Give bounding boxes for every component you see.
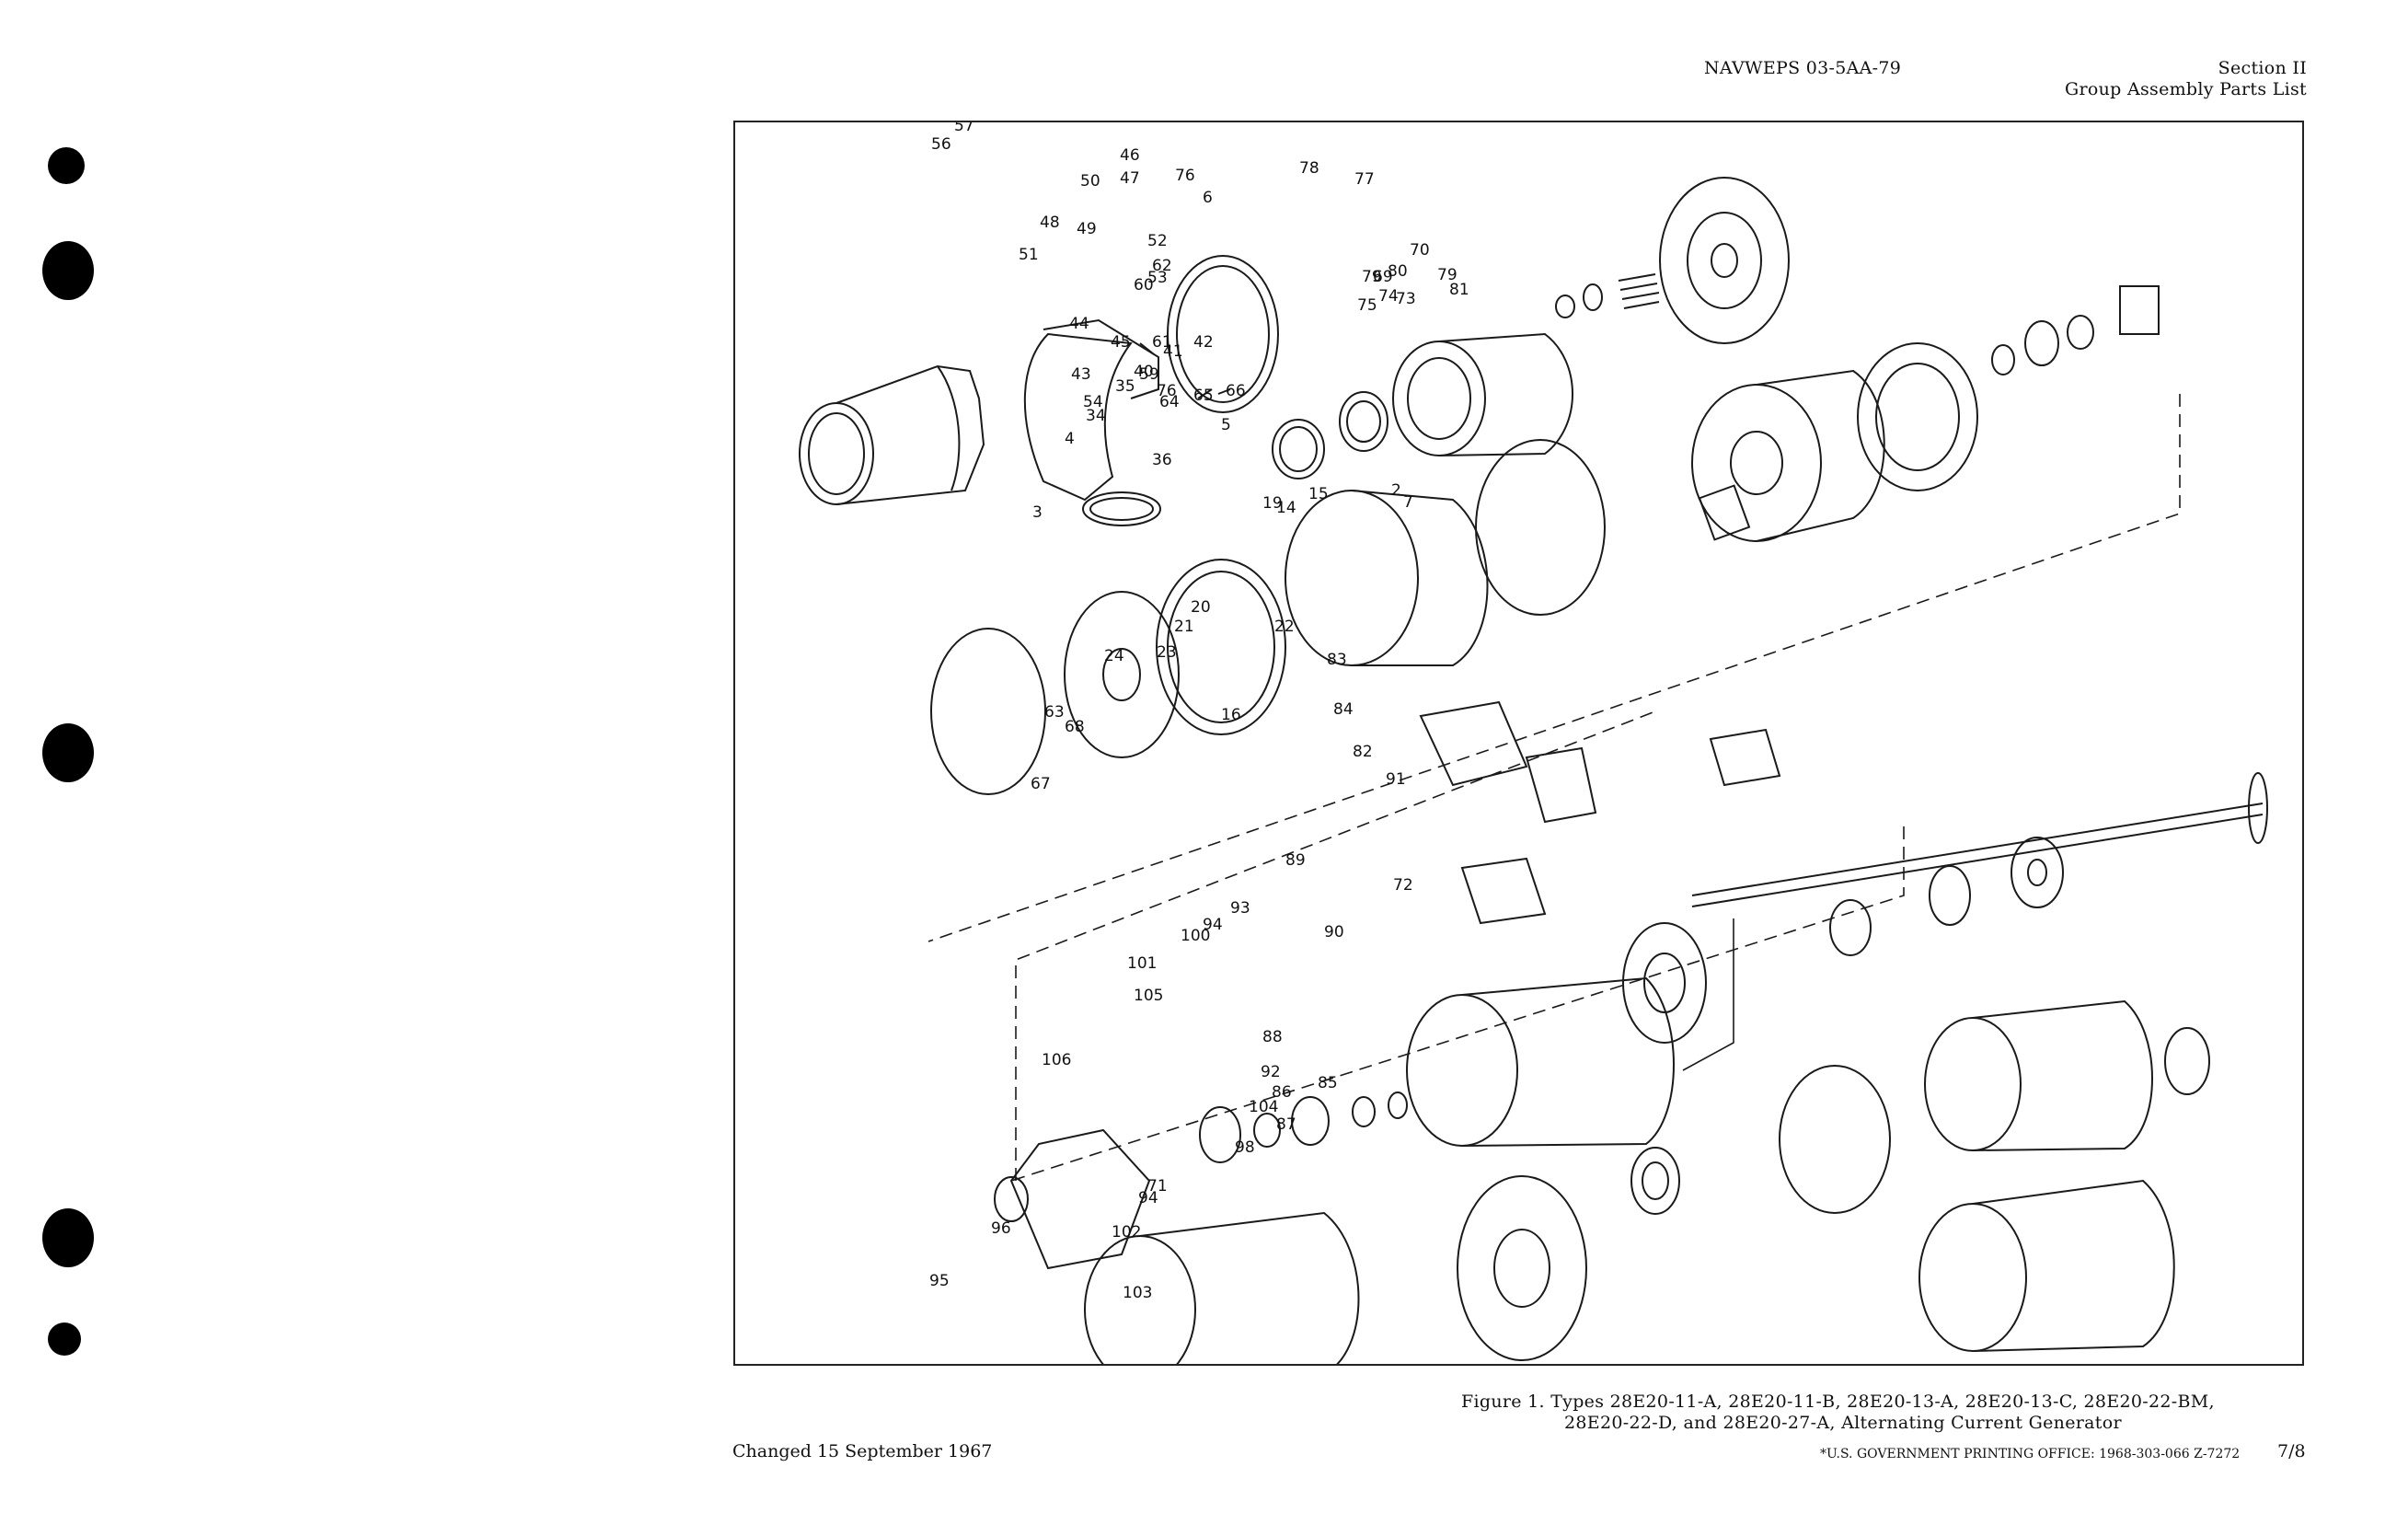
callout-number: 19 [1262,494,1283,513]
callout-number: 81 [1449,281,1469,299]
callout-number: 66 [1226,382,1246,400]
callout-number: 84 [1333,700,1354,719]
figure-caption-line-2: 28E20-22-D, and 28E20-27-A, Alternating … [1564,1413,2122,1433]
figure-caption-line-1: Figure 1. Types 28E20-11-A, 28E20-11-B, … [1461,1392,2215,1412]
callout-number: 51 [1019,246,1039,264]
callout-number: 105 [1134,987,1163,1005]
callout-number: 76 [1157,382,1177,400]
callout-number: 3 [1032,503,1043,522]
callout-number: 4 [1065,430,1075,448]
callout-number: 34 [1086,407,1106,425]
callout-number: 42 [1193,333,1214,352]
callout-number: 5 [1221,416,1231,434]
callout-number: 86 [1272,1083,1292,1102]
callout-number: 62 [1152,257,1172,275]
callout-number: 72 [1393,876,1413,895]
callout-number: 44 [1069,315,1089,333]
document-number: NAVWEPS 03-5AA-79 [1704,58,1902,78]
callout-number: 70 [1410,241,1430,260]
callout-number: 89 [1285,851,1306,870]
callout-number: 24 [1104,647,1124,665]
section-label: Section II [2218,58,2307,78]
callout-number: 49 [1077,220,1097,238]
callout-number: 14 [1276,499,1296,517]
callout-number: 96 [991,1219,1011,1238]
exploded-view-drawing: 5556575846475052484951395342414038373534… [799,122,2268,1364]
callout-number: 79 [1437,266,1457,284]
callout-number: 41 [1163,342,1183,361]
callout-number: 68 [1065,718,1085,736]
binder-hole [48,1322,81,1356]
callout-number: 59 [1139,365,1159,384]
callout-number: 76 [1175,167,1195,185]
callout-number: 57 [954,122,974,135]
page-number: 7/8 [2277,1441,2306,1461]
callout-number: 100 [1181,927,1210,945]
callout-number: 60 [1134,276,1154,295]
callout-number: 50 [1080,172,1100,191]
callout-number: 78 [1299,159,1319,178]
callout-number: 101 [1127,954,1157,973]
changed-date: Changed 15 September 1967 [732,1441,993,1461]
callout-number: 67 [1031,775,1051,793]
callout-number: 103 [1123,1284,1152,1302]
callout-number: 35 [1115,377,1135,396]
callout-number: 77 [1354,170,1375,189]
callout-number: 23 [1157,643,1177,662]
callout-number: 40 [1134,363,1154,381]
callout-number: 43 [1071,365,1091,384]
callout-number: 71 [1147,1177,1168,1195]
callout-number: 80 [1388,262,1408,281]
callout-number: 95 [929,1272,950,1290]
callout-number: 69 [1373,268,1393,286]
callout-number: 92 [1261,1063,1281,1081]
callout-number: 21 [1174,618,1194,636]
binder-hole [48,147,85,184]
callout-number: 2 [1391,481,1401,500]
callout-number: 87 [1276,1115,1296,1134]
callout-number: 36 [1152,451,1172,469]
callout-number: 61 [1152,333,1172,352]
callout-number: 15 [1308,485,1329,503]
section-title: Group Assembly Parts List [2065,79,2307,99]
printing-office-note: *U.S. GOVERNMENT PRINTING OFFICE: 1968-3… [1820,1447,2241,1461]
callout-number: 6 [1203,189,1213,207]
callout-number: 106 [1042,1051,1071,1069]
callout-number: 102 [1112,1223,1141,1242]
binder-hole [42,723,94,782]
callout-number: 64 [1159,393,1180,411]
callout-number: 45 [1111,333,1131,352]
callout-number: 73 [1396,290,1416,308]
callout-number: 88 [1262,1028,1283,1046]
binder-hole [42,241,94,300]
callout-number: 47 [1120,169,1140,188]
figure-frame: 5556575846475052484951395342414038373534… [733,121,2304,1366]
callout-number: 20 [1191,598,1211,617]
callout-number: 48 [1040,214,1060,232]
callout-number: 56 [931,135,951,154]
callout-number: 90 [1324,923,1344,941]
callout-number: 53 [1147,269,1168,287]
callout-number: 93 [1230,899,1250,918]
callout-number: 54 [1083,393,1103,411]
callout-number: 46 [1120,146,1140,165]
callout-number: 22 [1274,618,1295,636]
callout-number: 82 [1353,743,1373,761]
callout-number: 74 [1378,287,1399,306]
callout-number: 91 [1386,770,1406,789]
callout-number: 98 [1235,1138,1255,1157]
callout-number: 63 [1044,703,1065,722]
callout-number: 79 [1362,268,1382,286]
callout-number: 83 [1327,651,1347,669]
callout-number: 94 [1203,916,1223,934]
callout-number: 16 [1221,706,1241,724]
binder-hole [42,1208,94,1267]
callout-number: 7 [1403,493,1413,512]
callout-number: 94 [1138,1189,1158,1207]
callout-number: 52 [1147,232,1168,250]
callout-number: 104 [1249,1098,1278,1116]
callout-number: 85 [1318,1074,1338,1092]
callout-number: 65 [1193,387,1214,405]
callout-number: 75 [1357,296,1377,315]
